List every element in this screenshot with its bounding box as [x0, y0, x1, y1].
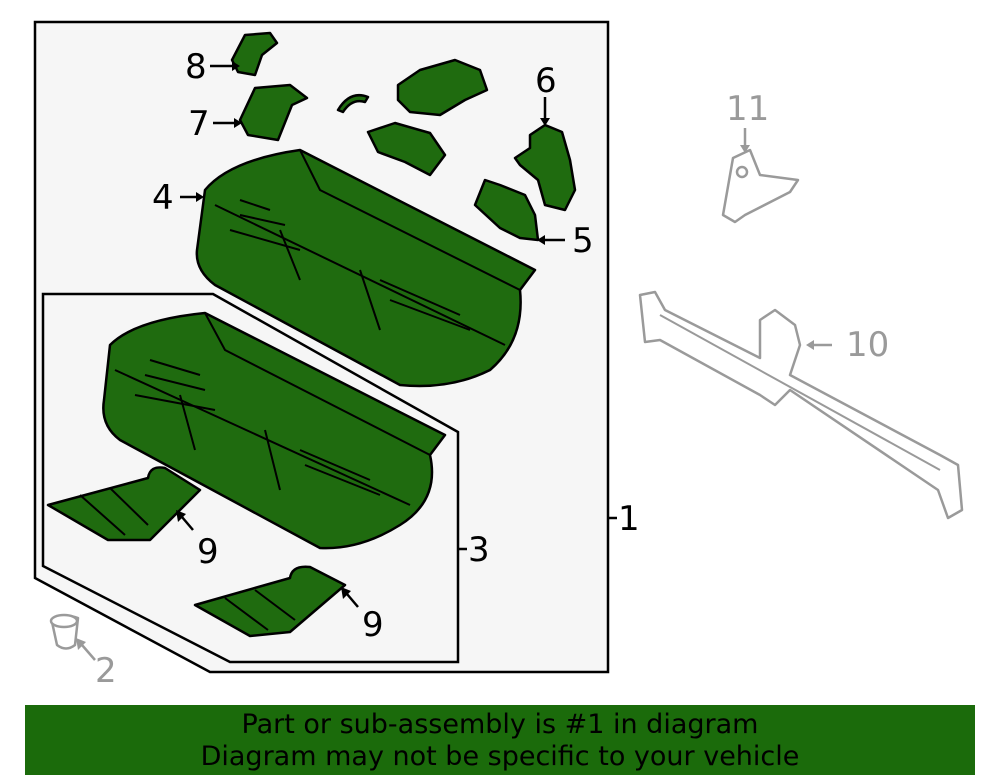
info-banner: Part or sub-assembly is #1 in diagram Di…	[25, 705, 975, 775]
seat-cushion-part[interactable]	[102, 311, 447, 550]
callout-3: 3	[468, 530, 490, 570]
callout-7: 7	[188, 104, 210, 144]
clip-part[interactable]	[336, 93, 370, 114]
callout-6: 6	[535, 61, 557, 101]
callout-11: 11	[726, 89, 769, 129]
bracket-part-top[interactable]	[396, 58, 489, 117]
callout-10: 10	[846, 325, 889, 365]
callout-5: 5	[572, 221, 594, 261]
callout-1: 1	[618, 499, 640, 539]
wiring-part-6[interactable]	[513, 123, 577, 212]
seat-back-part[interactable]	[195, 148, 537, 388]
bracket-part-5[interactable]	[473, 178, 540, 242]
callout-4: 4	[152, 178, 174, 218]
bracket-part-7[interactable]	[238, 83, 309, 142]
cap-part-2[interactable]	[49, 613, 80, 650]
pad-part-9b[interactable]	[193, 565, 347, 638]
parts-diagram: 8 7 4 6 5 9 9 3 1 2 10 11	[33, 20, 964, 691]
callout-8: 8	[185, 47, 207, 87]
banner-line-2: Diagram may not be specific to your vehi…	[200, 741, 800, 772]
banner-line-1: Part or sub-assembly is #1 in diagram	[241, 709, 759, 740]
pad-part-9a[interactable]	[46, 466, 202, 542]
callout-9a: 9	[197, 532, 219, 572]
callout-9b: 9	[362, 605, 384, 645]
callout-2: 2	[95, 651, 117, 691]
frame-part-10[interactable]	[638, 290, 964, 520]
bracket-part-center[interactable]	[366, 121, 447, 177]
bracket-part-11[interactable]	[721, 148, 800, 224]
bracket-part-8[interactable]	[230, 31, 279, 77]
